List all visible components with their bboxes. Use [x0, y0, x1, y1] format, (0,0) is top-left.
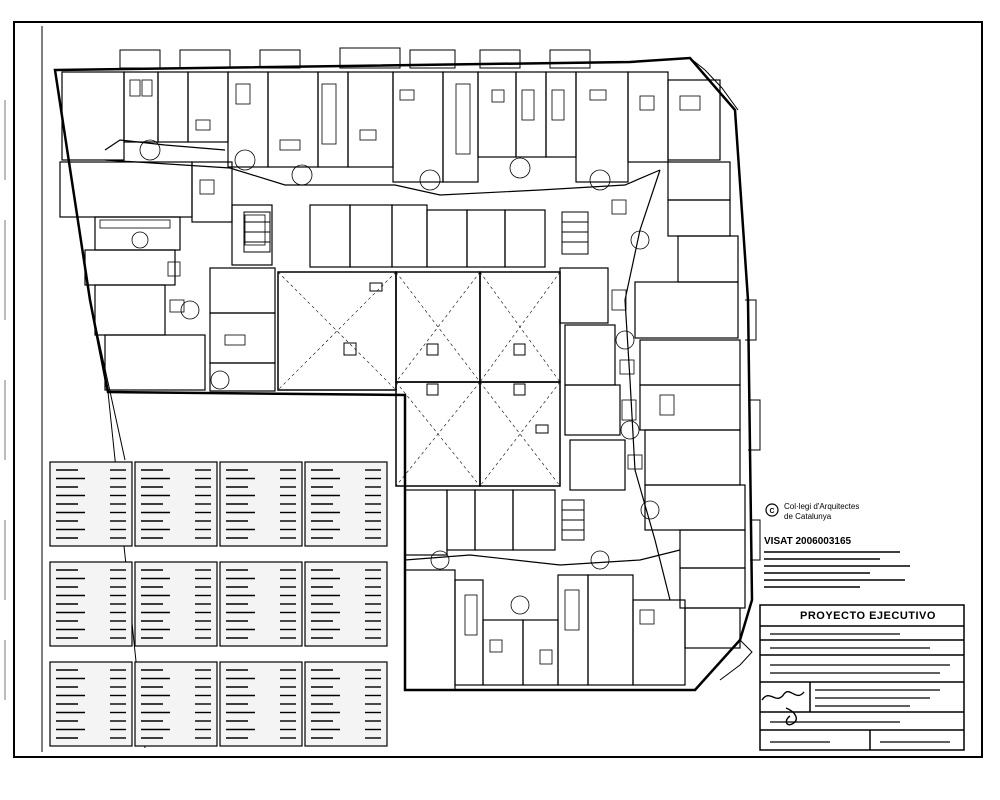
- inner-ring-apartments: [309, 204, 546, 268]
- svg-text:C: C: [769, 508, 774, 515]
- title-block-heading: PROYECTO EJECUTIVO: [800, 610, 936, 622]
- central-courtyard: [277, 271, 561, 487]
- stair-cores: [243, 211, 589, 541]
- bottom-corridor: [404, 549, 681, 566]
- coac-seal-icon: [765, 503, 779, 517]
- seal-line-1: Col·legi d'Arquitectes: [784, 502, 859, 511]
- left-wing-fixtures: [99, 179, 266, 390]
- top-apartment-row: [61, 71, 721, 183]
- title-block: [759, 604, 965, 751]
- visado-detail-lines: [764, 551, 910, 588]
- area-schedule-tables: [49, 461, 388, 747]
- top-row-fixtures: [129, 79, 701, 191]
- courtyard-diagonals: [277, 271, 561, 487]
- sheet-border: [13, 21, 983, 758]
- bottom-fixtures: [430, 550, 655, 665]
- title-block-text-lines: [770, 633, 950, 743]
- courtyard-columns: [343, 282, 549, 434]
- area-schedule-table-lines: [56, 469, 381, 739]
- visado-code: VISAT 2006003165: [764, 536, 852, 547]
- left-wing-apartments: [59, 161, 276, 392]
- coac-seal: C Col·legi d'Arquitectes de Catalunya: [765, 502, 859, 521]
- top-corridor: [104, 139, 661, 196]
- right-wing-fixtures: [611, 199, 675, 520]
- seal-line-2: de Catalunya: [784, 512, 832, 521]
- right-wing-apartments: [559, 161, 746, 609]
- architect-signature: [761, 691, 805, 726]
- bottom-apartments: [404, 489, 741, 691]
- plot-boundary-line-2: [89, 299, 126, 461]
- east-facade-balconies: [689, 57, 761, 681]
- right-corridor: [624, 169, 671, 601]
- north-facade-balconies: [119, 47, 591, 69]
